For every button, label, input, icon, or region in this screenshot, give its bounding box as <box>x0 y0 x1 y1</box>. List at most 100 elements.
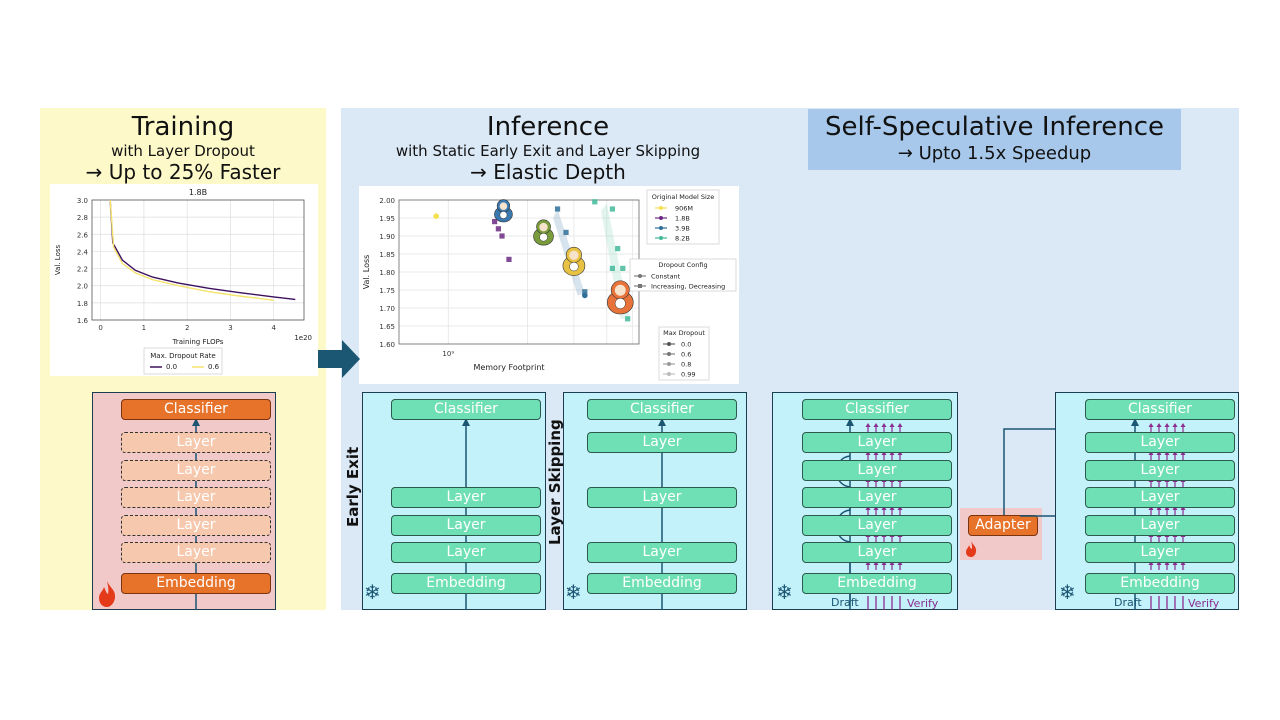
verify-token-arrowhead <box>865 451 871 455</box>
legend-label-0.6: 0.6 <box>208 363 220 371</box>
x-exponent: 1e20 <box>294 334 312 342</box>
chart-title: 1.8B <box>189 188 207 197</box>
spec2-layer-block: Layer <box>1085 515 1235 536</box>
verify-token-arrowhead <box>897 506 903 510</box>
early-exit-layer-block: Layer <box>391 515 541 536</box>
snowflake-icon: ❄ <box>565 580 582 604</box>
verify-token-arrowhead <box>881 561 887 565</box>
verify-token-arrowhead <box>873 423 879 427</box>
legend-dropout-label: 0.8 <box>681 361 691 369</box>
y-tick-label: 1.70 <box>379 305 395 313</box>
verify-token-arrowhead <box>1164 506 1170 510</box>
early-exit-classifier-block: Classifier <box>391 399 541 420</box>
verify-token-arrowhead <box>889 451 895 455</box>
data-point-8.2B <box>615 246 621 252</box>
data-point-906M <box>433 213 440 219</box>
verify-label: Verify <box>1188 597 1220 610</box>
verify-label: Verify <box>907 597 939 610</box>
spec1-embedding-block: Embedding <box>802 573 952 594</box>
y-tick-label: 1.75 <box>379 287 395 295</box>
y-tick-label: 2.6 <box>77 231 89 239</box>
legend-dropout-label: 0.6 <box>681 351 691 359</box>
y-tick-label: 1.90 <box>379 233 395 241</box>
data-point-8.2B <box>609 206 615 212</box>
speculative-highlight: → Upto 1.5x Speedup <box>897 143 1092 164</box>
draft-label: Draft <box>1114 596 1142 609</box>
verify-token-arrowhead <box>889 561 895 565</box>
verify-token-arrowhead <box>1172 561 1178 565</box>
y-tick-label: 1.6 <box>77 317 89 325</box>
data-point-8.2B <box>592 199 598 205</box>
inference-highlight: → Elastic Depth <box>470 160 626 184</box>
legend-marker-906M <box>659 206 663 210</box>
speculative-title: Self-Speculative Inference <box>824 112 1164 142</box>
verify-token-arrowhead <box>1180 423 1186 427</box>
y-tick-label: 1.8 <box>77 300 88 308</box>
y-tick-label: 2.4 <box>77 248 89 256</box>
verify-token-arrows <box>1148 423 1186 570</box>
legend-dropout-marker <box>667 352 671 356</box>
legend-title-config: Dropout Config <box>658 261 707 269</box>
x-tick-label: 4 <box>271 324 276 332</box>
matryoshka-doll-heart <box>539 232 548 242</box>
verify-token-arrowhead <box>881 423 887 427</box>
verify-token-arrowhead <box>889 423 895 427</box>
verify-token-arrowhead <box>897 561 903 565</box>
y-tick-label: 3.0 <box>77 197 88 205</box>
verify-token-arrowhead <box>1180 506 1186 510</box>
adapter-block: Adapter <box>968 515 1038 536</box>
verify-token-arrows <box>865 423 903 570</box>
verify-token-arrowhead <box>865 423 871 427</box>
verify-token-arrowhead <box>873 561 879 565</box>
y-axis-label: Val. Loss <box>54 245 62 276</box>
speculative-title-box <box>808 109 1181 170</box>
snowflake-icon: ❄ <box>1059 580 1076 604</box>
layer-skipping-layer-block: Layer <box>587 542 737 563</box>
legend-label-8.2B: 8.2B <box>675 235 690 243</box>
inference-title: Inference <box>486 112 610 142</box>
legend-title-dropout: Max Dropout <box>663 329 705 337</box>
data-point-3.9B <box>582 289 588 295</box>
spec2-layer-block: Layer <box>1085 487 1235 508</box>
verify-token-arrowhead <box>1164 451 1170 455</box>
verify-token-arrowhead <box>1156 506 1162 510</box>
verify-token-arrowhead <box>1164 561 1170 565</box>
x-axis-label: Memory Footprint <box>473 363 544 372</box>
spec2-classifier-block: Classifier <box>1085 399 1235 420</box>
legend-label-3.9B: 3.9B <box>675 225 690 233</box>
layer-skipping-classifier-block: Classifier <box>587 399 737 420</box>
verify-token-arrowhead <box>1172 451 1178 455</box>
matryoshka-doll-heart <box>569 261 579 272</box>
data-point-1.8B <box>499 233 505 239</box>
x-axis-label: Training FLOPs <box>172 338 224 346</box>
spec1-layer-block: Layer <box>802 460 952 481</box>
verify-token-arrowhead <box>1180 561 1186 565</box>
data-point-3.9B <box>554 206 561 212</box>
matryoshka-doll-heart <box>499 211 508 219</box>
y-tick-label: 2.8 <box>77 214 88 222</box>
legend-label-906M: 906M <box>675 205 693 213</box>
spec2-layer-block: Layer <box>1085 542 1235 563</box>
layer-skipping-embedding-block: Embedding <box>587 573 737 594</box>
verify-token-arrowhead <box>1164 423 1170 427</box>
data-point-8.2B <box>620 265 626 271</box>
fire-icon <box>966 541 977 557</box>
verify-token-arrowhead <box>1148 506 1154 510</box>
x-tick-label: 2 <box>185 324 189 332</box>
legend-box-size <box>646 189 720 245</box>
verify-token-arrowhead <box>1148 451 1154 455</box>
inference-subtitle: with Static Early Exit and Layer Skippin… <box>395 142 701 160</box>
legend-marker-3.9B <box>659 226 663 230</box>
data-point-1.8B <box>495 226 501 232</box>
spec2-embedding-block: Embedding <box>1085 573 1235 594</box>
y-tick-label: 1.85 <box>379 251 395 259</box>
verify-token-arrowhead <box>889 506 895 510</box>
y-tick-label: 2.0 <box>77 283 88 291</box>
training-layer-block: Layer <box>121 515 271 536</box>
plot-frame <box>91 199 305 321</box>
inference-chart-svg: 1.601.651.701.751.801.851.901.952.0010⁹M… <box>362 189 737 381</box>
legend-config-marker <box>638 274 642 278</box>
verify-token-arrowhead <box>897 451 903 455</box>
legend-marker-8.2B <box>659 236 663 240</box>
training-embedding-block: Embedding <box>121 573 271 594</box>
